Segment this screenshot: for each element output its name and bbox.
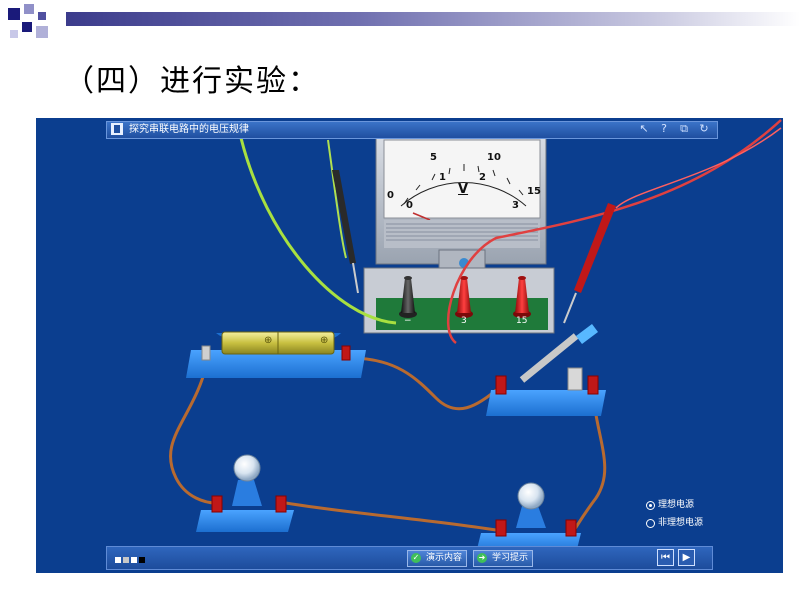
slide-title: （四）进行实验： — [64, 64, 320, 99]
meter-scale-lower-0: 0 — [406, 200, 413, 211]
radio-dot-icon — [646, 519, 655, 528]
reset-icon[interactable]: ↻ — [699, 122, 709, 135]
battery-holder[interactable]: ⊕ ⊕ — [186, 331, 366, 378]
terminal-label-15: 15 — [516, 316, 528, 326]
nav-first-button[interactable]: ⏮ — [657, 549, 674, 566]
power-source-options: 理想电源 非理想电源 — [646, 498, 703, 534]
meter-scale-upper-0: 0 — [387, 190, 394, 201]
simulation-title: 探究串联电路中的电压规律 — [129, 124, 249, 135]
color-swatch-1[interactable] — [115, 557, 121, 563]
help-icon[interactable]: ? — [661, 122, 667, 135]
green-probe-wire — [327, 139, 347, 259]
restore-window-icon[interactable]: ⧉ — [680, 122, 688, 135]
color-swatch-4[interactable] — [139, 557, 145, 563]
meter-scale-lower-3: 3 — [512, 200, 519, 211]
check-icon: ✓ — [411, 553, 421, 563]
simulation-footer: ✓ 演示内容 ➜ 学习提示 ⏮ ▶ — [106, 546, 713, 570]
terminal-label-negative: − — [404, 316, 412, 326]
meter-scale-upper-15: 15 — [527, 186, 541, 197]
bulb-left[interactable] — [196, 454, 294, 532]
black-probe[interactable] — [332, 170, 359, 294]
svg-text:⊕: ⊕ — [264, 335, 272, 346]
knife-switch[interactable] — [486, 324, 606, 416]
radio-dot-selected-icon — [646, 501, 655, 510]
red-lead[interactable] — [446, 119, 782, 344]
circuit-scene: ⊕ ⊕ — [169, 119, 782, 553]
terminal-negative[interactable] — [399, 276, 417, 318]
simulation-header: 探究串联电路中的电压规律 ↖ ? ⧉ ↻ — [106, 121, 718, 139]
nav-next-button[interactable]: ▶ — [678, 549, 695, 566]
color-swatch-2[interactable] — [123, 557, 129, 563]
radio-nonideal-power[interactable]: 非理想电源 — [646, 516, 703, 534]
radio-ideal-power[interactable]: 理想电源 — [646, 498, 703, 516]
voltmeter[interactable] — [363, 135, 555, 334]
pointer-icon[interactable]: ↖ — [639, 122, 649, 135]
title-gradient-bar — [66, 12, 800, 26]
app-logo-icon — [111, 123, 123, 135]
green-lead[interactable] — [239, 137, 397, 325]
svg-text:⊕: ⊕ — [320, 335, 328, 346]
terminal-3v[interactable] — [455, 276, 473, 318]
bulb-right[interactable] — [476, 482, 581, 553]
radio-label-ideal: 理想电源 — [658, 500, 695, 510]
study-tips-label: 学习提示 — [492, 553, 529, 563]
show-content-button[interactable]: ✓ 演示内容 — [407, 550, 468, 567]
simulation-window: ⊕ ⊕ 0 — [36, 118, 783, 573]
color-swatch-3[interactable] — [131, 557, 137, 563]
corner-decoration — [0, 0, 60, 50]
circuit-wires — [169, 356, 607, 532]
red-probe[interactable] — [563, 203, 616, 324]
study-tips-button[interactable]: ➜ 学习提示 — [473, 550, 534, 567]
meter-scale-upper-5: 5 — [430, 152, 437, 163]
arrow-right-icon: ➜ — [477, 553, 487, 563]
meter-scale-upper-10: 10 — [487, 152, 501, 163]
meter-scale-lower-2: 2 — [479, 172, 486, 183]
meter-scale-lower-1: 1 — [439, 172, 446, 183]
radio-label-nonideal: 非理想电源 — [658, 518, 704, 528]
terminal-15v[interactable] — [513, 276, 531, 318]
terminal-label-3: 3 — [461, 316, 467, 326]
meter-unit: V — [458, 182, 469, 197]
show-content-label: 演示内容 — [426, 553, 463, 563]
red-probe-wire — [615, 127, 782, 209]
